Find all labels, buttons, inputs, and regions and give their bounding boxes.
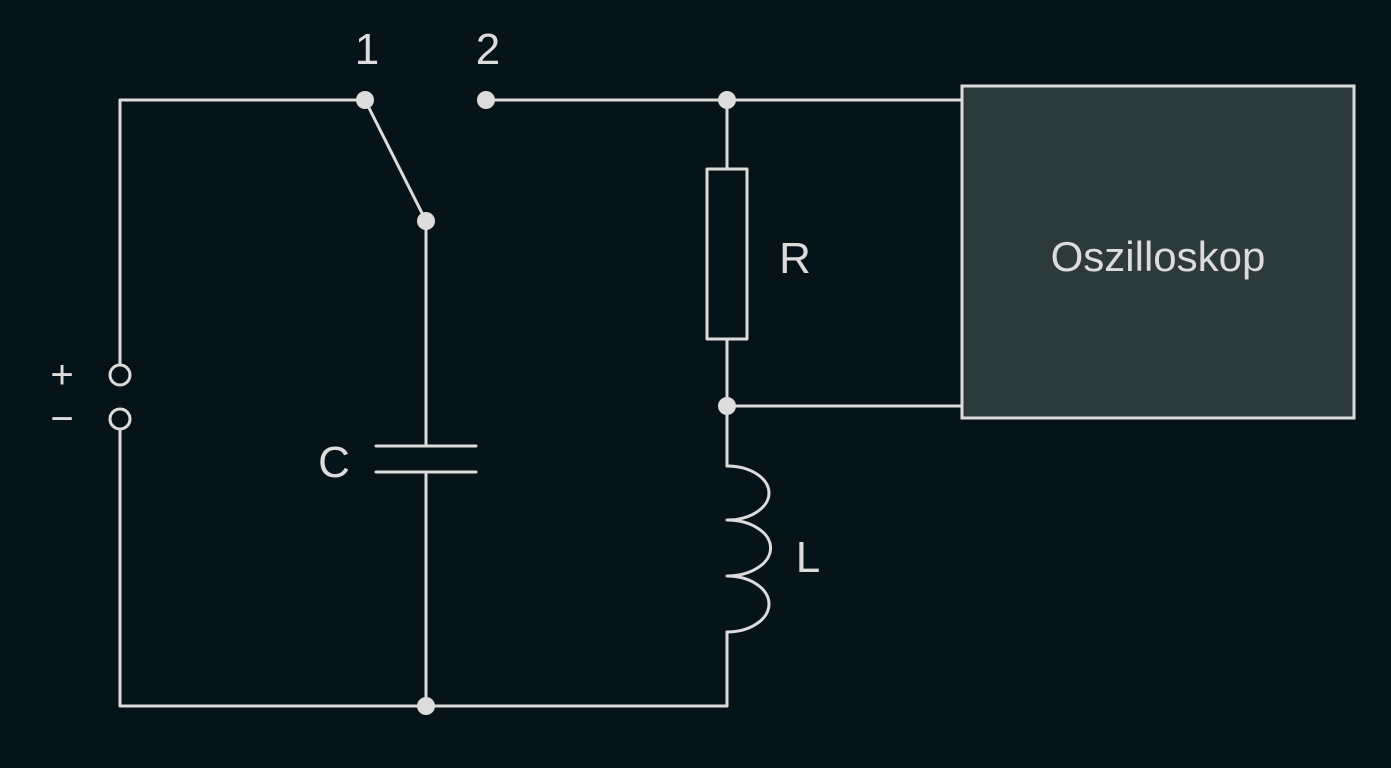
oscilloscope-label: Oszilloskop	[1051, 233, 1266, 280]
capacitor-label: C	[318, 438, 350, 487]
resistor-body	[705, 167, 749, 341]
switch-position-1-label: 1	[355, 25, 379, 74]
wire-source-top	[118, 98, 367, 366]
switch-position-2-label: 2	[476, 25, 500, 74]
source-plus-label: +	[50, 353, 73, 397]
wire-bottom-right	[424, 630, 729, 708]
resistor-label: R	[779, 234, 811, 283]
source-terminal-minus	[108, 407, 132, 431]
oscilloscope-box	[960, 84, 1356, 420]
source-minus-label: −	[50, 397, 73, 441]
inductor-coil	[725, 464, 772, 634]
wire-source-bottom	[118, 428, 428, 708]
switch-lever	[363, 98, 428, 223]
source-terminal-plus	[108, 363, 132, 387]
inductor-label: L	[796, 533, 820, 582]
switch-contact-1	[356, 91, 374, 109]
